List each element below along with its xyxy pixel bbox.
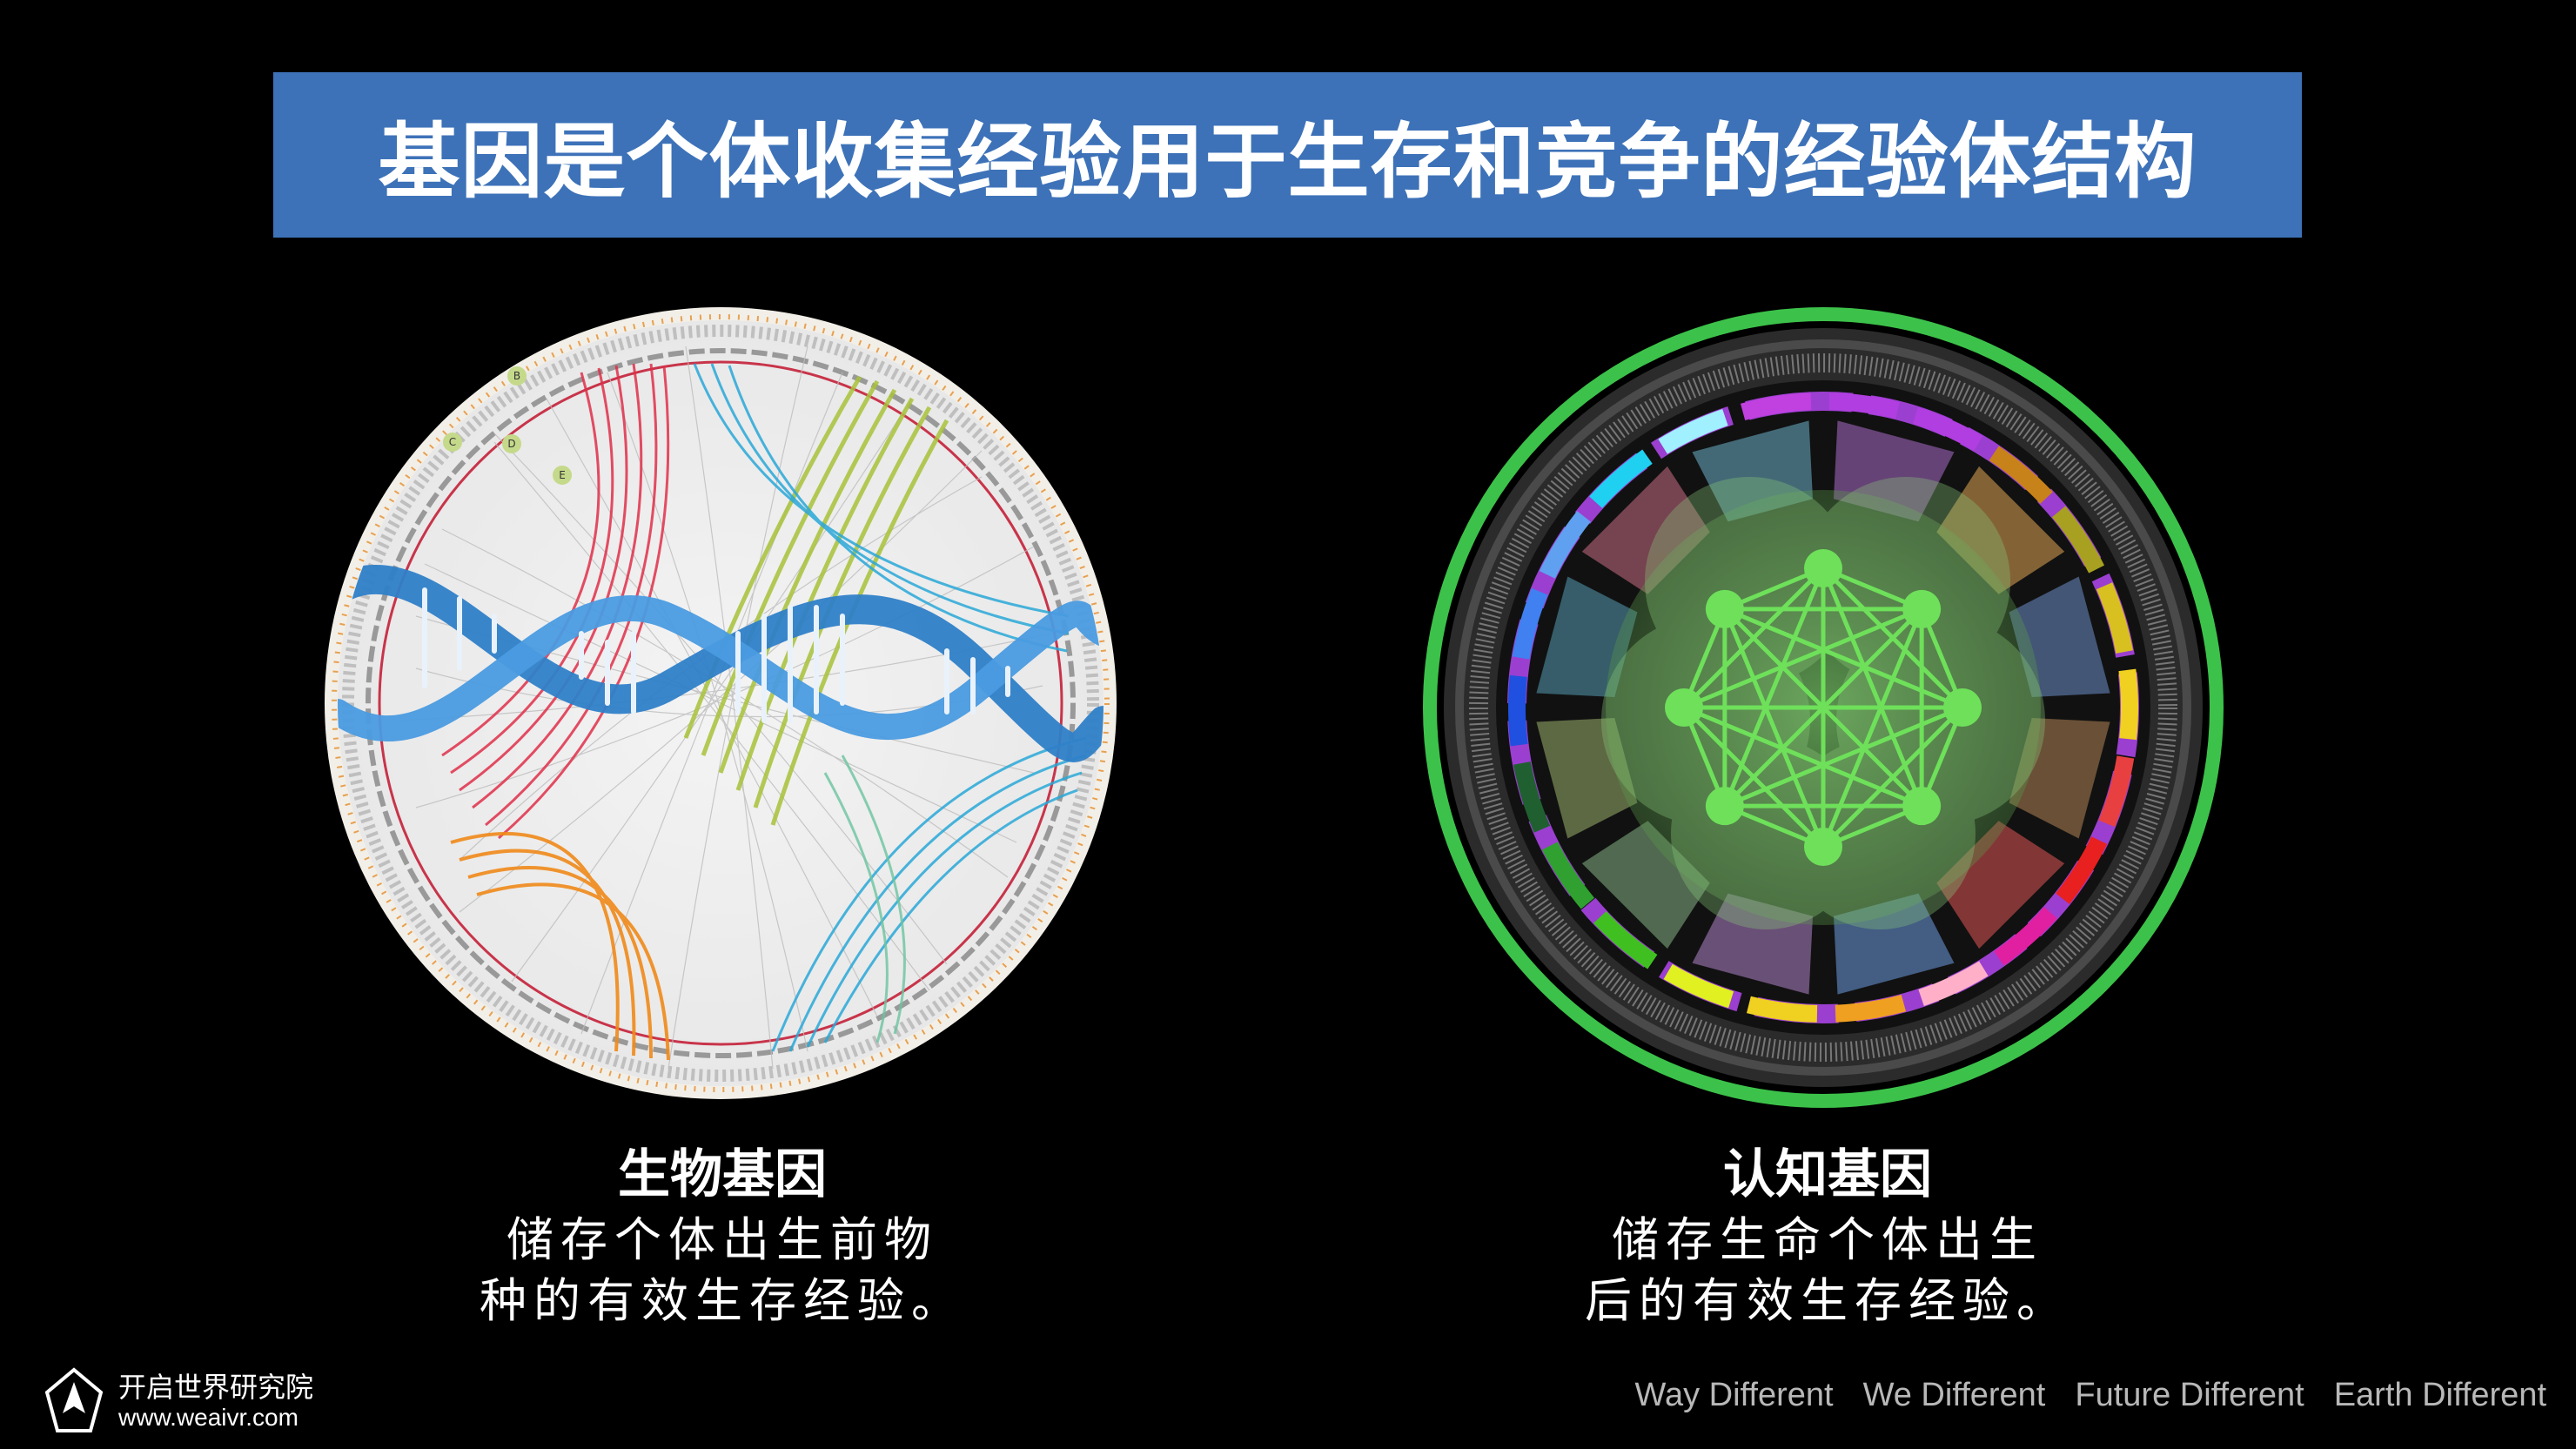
wheel-segment xyxy=(1835,994,1907,1023)
footer-logo: 开启世界研究院 www.weaivr.com xyxy=(42,1366,313,1436)
network-node xyxy=(1705,589,1744,628)
cognitive-network-wheel-icon xyxy=(1423,307,2224,1108)
figure-label-c: C xyxy=(449,436,456,448)
network-node xyxy=(1705,787,1744,826)
left-caption: 生物基因 储存个体出生前物 种的有效生存经验。 xyxy=(470,1140,975,1332)
wheel-segment xyxy=(1918,961,1989,1006)
network-node xyxy=(1665,688,1703,727)
wheel-segment xyxy=(1912,406,1983,452)
title-banner: 基因是个体收集经验用于生存和竞争的经验体结构 xyxy=(273,72,2302,238)
circos-genome-dna-icon: B C D E xyxy=(325,307,1117,1099)
right-caption-line2: 后的有效生存经验。 xyxy=(1585,1273,2070,1328)
logo-url: www.weaivr.com xyxy=(118,1404,299,1431)
figure-label-e: E xyxy=(559,469,566,481)
wheel-segment xyxy=(1989,446,2053,504)
wheel-segment xyxy=(1746,996,1818,1023)
wheel-segment xyxy=(2096,582,2133,654)
wheel-segment xyxy=(2051,506,2105,574)
wheel-segment xyxy=(1508,674,1528,747)
wheel-segment xyxy=(1593,911,1658,969)
left-caption-line1: 储存个体出生前物 xyxy=(506,1212,938,1267)
network-node xyxy=(1902,787,1942,826)
logo-name: 开启世界研究院 xyxy=(118,1372,314,1403)
wheel-segment xyxy=(1828,392,1901,419)
network-node xyxy=(1804,549,1842,587)
network-edge xyxy=(1682,706,1825,849)
right-caption-title: 认知基因 xyxy=(1723,1144,1932,1205)
figure-label-b: B xyxy=(513,370,520,382)
wheel-segment xyxy=(1994,907,2057,966)
wheel-segment xyxy=(1541,842,1595,909)
network-edge xyxy=(1723,607,1923,808)
network-edge xyxy=(1723,607,1963,710)
slogan-item: Earth Different xyxy=(2333,1377,2546,1413)
wheel-segment xyxy=(1663,963,1734,1009)
wheel-segment xyxy=(2056,836,2108,904)
left-caption-line2: 种的有效生存经验。 xyxy=(480,1273,965,1328)
wheel-segment xyxy=(2098,755,2135,828)
figure-label-d: D xyxy=(507,438,515,450)
wheel-segment xyxy=(1589,449,1653,508)
slogan-item: Future Different xyxy=(2075,1377,2304,1413)
right-caption-line1: 储存生命个体出生 xyxy=(1612,1212,2043,1267)
wheel-segment xyxy=(1658,409,1728,454)
left-caption-title: 生物基因 xyxy=(618,1144,827,1205)
network-edge xyxy=(1722,607,1826,848)
network-node xyxy=(1943,688,1982,727)
slogan-item: Way Different xyxy=(1634,1377,1834,1413)
network-node xyxy=(1804,828,1842,866)
wheel-segment xyxy=(1513,761,1551,833)
wheel-segment xyxy=(2118,668,2138,741)
wheel-segment xyxy=(1539,511,1591,579)
footer-slogans: Way Different We Different Future Differ… xyxy=(1634,1377,2546,1414)
right-caption: 认知基因 储存生命个体出生 后的有效生存经验。 xyxy=(1584,1140,2071,1332)
page-title: 基因是个体收集经验用于生存和竞争的经验体结构 xyxy=(378,115,2197,210)
network-node xyxy=(1902,589,1942,628)
arrow-logo-icon xyxy=(44,1367,104,1432)
slogan-item: We Different xyxy=(1862,1377,2046,1413)
wheel-segment xyxy=(1512,587,1548,660)
wheel-segment xyxy=(1740,392,1812,421)
